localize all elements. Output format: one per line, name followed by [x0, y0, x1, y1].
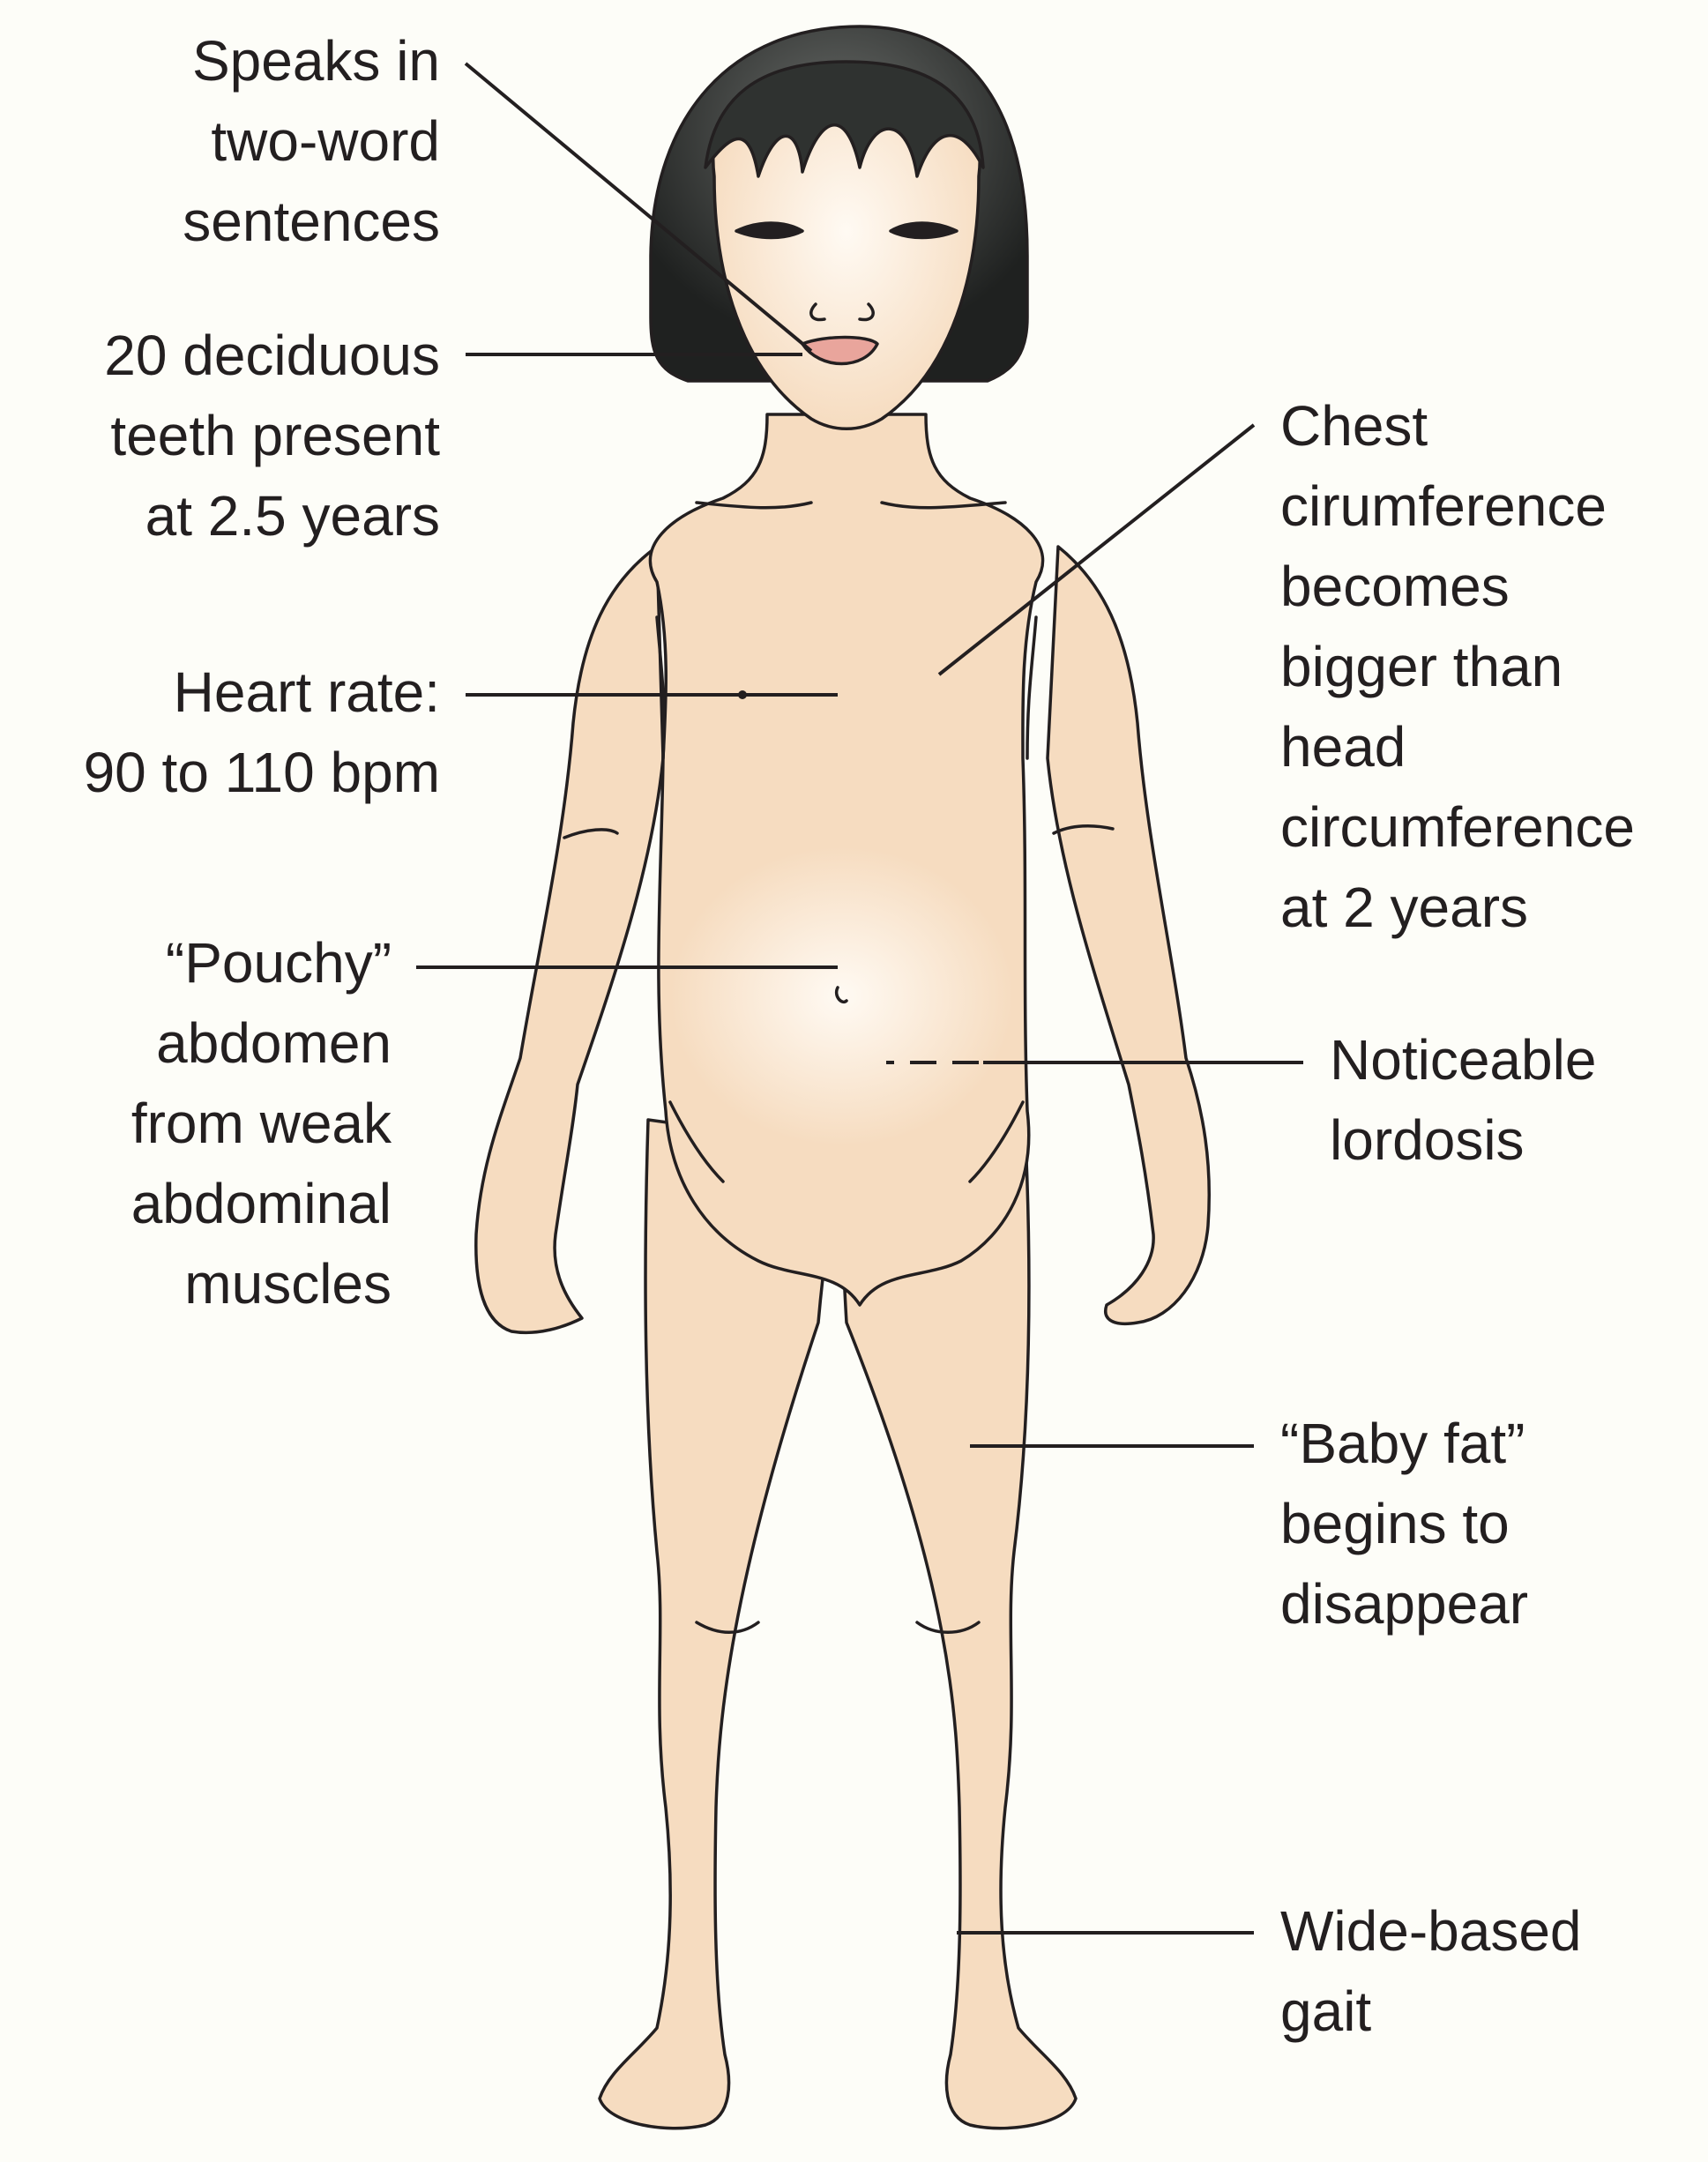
- speech-label: Speaks in two-word sentences: [183, 21, 440, 262]
- left-arm: [476, 547, 663, 1332]
- chest-label: Chest cirumference becomes bigger than h…: [1280, 386, 1635, 948]
- baby-fat-label: “Baby fat” begins to disappear: [1280, 1404, 1528, 1644]
- knee-creases: [697, 1622, 979, 1632]
- right-arm: [1048, 547, 1209, 1323]
- heart-marker: [738, 690, 747, 699]
- teeth-label: 20 deciduous teeth present at 2.5 years: [104, 316, 440, 556]
- belly-highlight: [670, 846, 1014, 1146]
- heart-rate-label: Heart rate: 90 to 110 bpm: [84, 652, 440, 813]
- abdomen-label: “Pouchy” abdomen from weak abdominal mus…: [131, 923, 392, 1324]
- lordosis-label: Noticeable lordosis: [1330, 1020, 1596, 1181]
- gait-label: Wide-based gait: [1280, 1891, 1582, 2052]
